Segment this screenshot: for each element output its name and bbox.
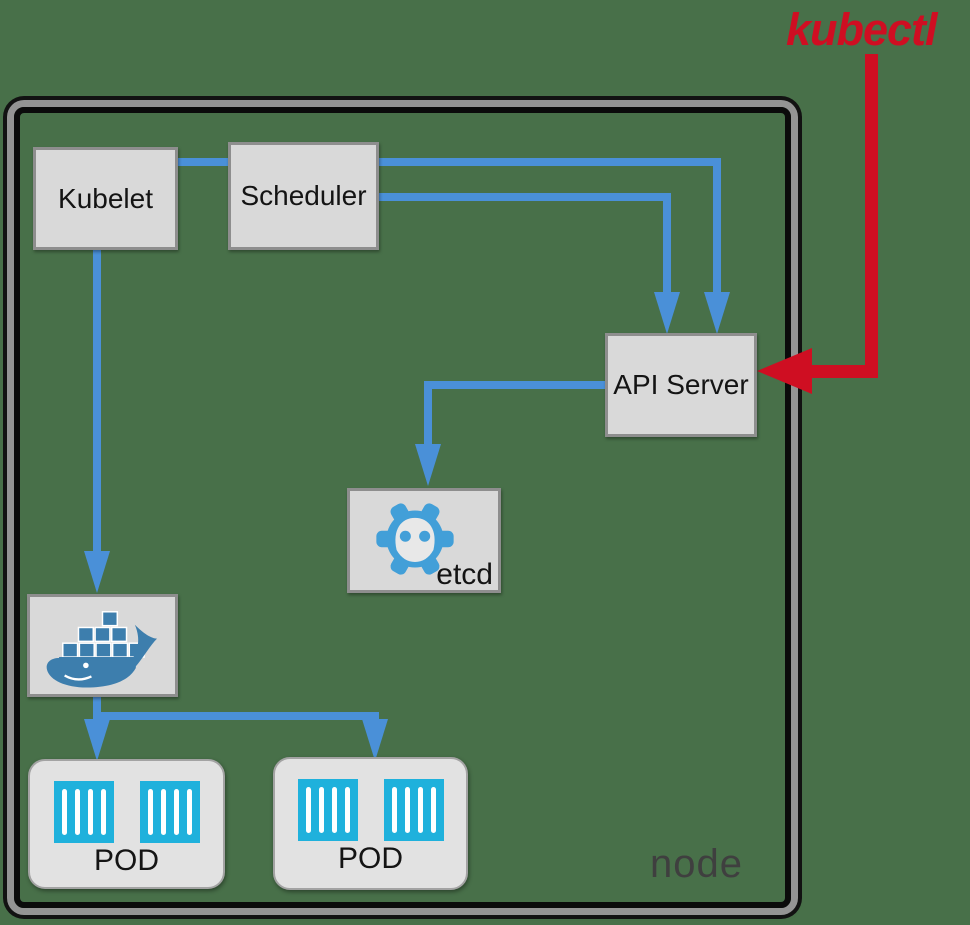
docker-box xyxy=(27,594,178,697)
edge-api-etcd-vertical xyxy=(424,381,432,445)
edge-api-etcd-horizontal xyxy=(424,381,607,389)
scheduler-label: Scheduler xyxy=(240,180,367,211)
edge-kubectl-api-vertical xyxy=(865,54,878,378)
api-server-box: API Server xyxy=(605,333,757,437)
kubectl-label: kubectl xyxy=(786,4,938,55)
scheduler-box: Scheduler xyxy=(228,142,379,250)
arrowhead-into-api-left-icon xyxy=(654,292,680,334)
arrowhead-into-etcd-icon xyxy=(415,444,441,486)
pod-left-label: POD xyxy=(93,844,159,877)
arrowhead-into-pod-left-icon xyxy=(84,719,110,761)
node-label: node xyxy=(650,842,743,886)
container-icon xyxy=(383,779,444,841)
edge-scheduler-api-vertical xyxy=(663,193,671,293)
pod-right-containers xyxy=(297,779,444,841)
edge-docker-pods-stub xyxy=(93,697,101,720)
container-icon xyxy=(139,781,200,843)
pod-right-box: POD xyxy=(273,757,468,890)
docker-whale-icon xyxy=(46,611,158,688)
etcd-gear-icon xyxy=(376,502,454,575)
edge-kubelet-api-horizontal xyxy=(379,158,721,166)
node-boundary xyxy=(14,107,791,908)
edge-docker-pods-horizontal xyxy=(93,712,379,720)
etcd-box: etcd xyxy=(347,488,501,593)
arrowhead-into-pod-right-icon xyxy=(362,719,388,761)
arrowhead-into-api-right-icon xyxy=(704,292,730,334)
arrowhead-into-api-red-icon xyxy=(757,348,812,394)
container-icon xyxy=(297,779,358,841)
pod-right-label: POD xyxy=(337,842,403,875)
edge-kubelet-scheduler xyxy=(178,158,228,166)
arrowhead-into-docker-icon xyxy=(84,551,110,593)
pod-left-box: POD xyxy=(28,759,225,889)
edge-kubelet-docker-vertical xyxy=(93,250,101,553)
etcd-label: etcd xyxy=(436,558,493,591)
edge-scheduler-api-horizontal xyxy=(379,193,671,201)
kubelet-box: Kubelet xyxy=(33,147,178,250)
pod-left-containers xyxy=(53,781,200,843)
kubelet-label: Kubelet xyxy=(58,182,153,214)
container-icon xyxy=(53,781,114,843)
edge-kubectl-api-horizontal xyxy=(812,365,878,378)
api-server-label: API Server xyxy=(613,369,749,400)
edge-kubelet-api-vertical xyxy=(713,158,721,293)
